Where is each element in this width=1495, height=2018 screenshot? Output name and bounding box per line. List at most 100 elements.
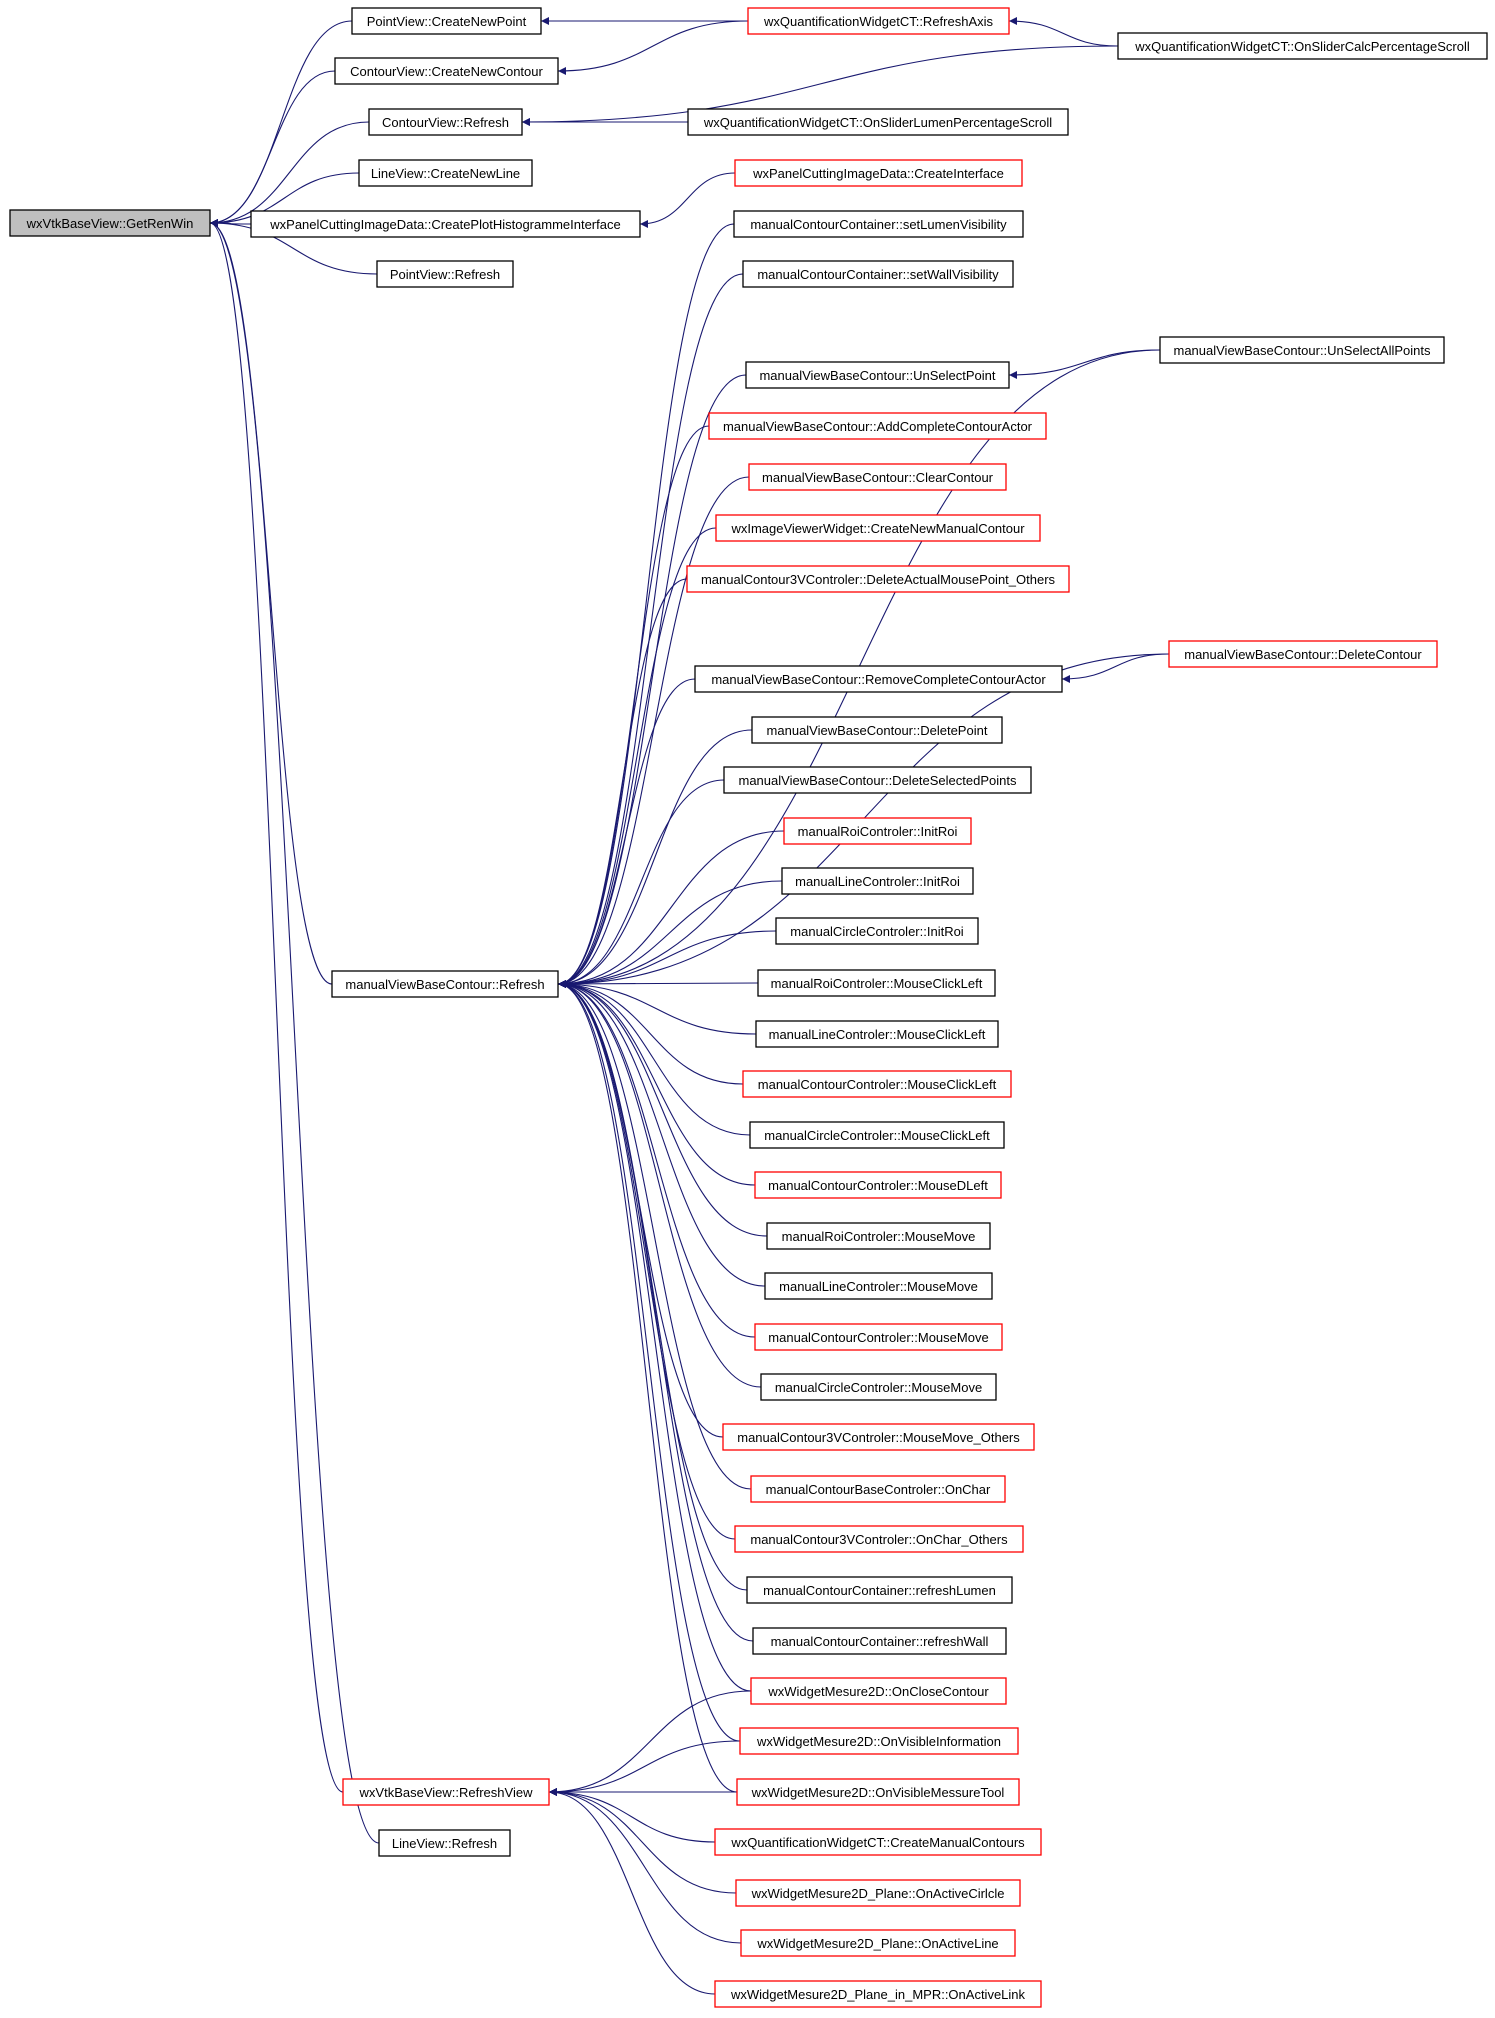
node-manualcontourbasecontroler-onchar[interactable]: manualContourBaseControler::OnChar — [750, 1475, 1006, 1503]
node-wxquantificationwidgetct-onsliderlumenpercentagescroll[interactable]: wxQuantificationWidgetCT::OnSliderLumenP… — [687, 108, 1069, 136]
edge-mlc_ir-to-mvbc_ref — [557, 880, 783, 988]
node-box — [694, 665, 1063, 693]
node-wximageviewerwidget-createnewmanualcontour[interactable]: wxImageViewerWidget::CreateNewManualCont… — [715, 514, 1041, 542]
node-label: wxWidgetMesure2D::OnVisibleInformation — [756, 1734, 1001, 1749]
node-box — [783, 817, 972, 845]
node-label: wxImageViewerWidget::CreateNewManualCont… — [730, 521, 1025, 536]
node-wxpanelcuttingimagedata-createplothistogrammeinterface[interactable]: wxPanelCuttingImageData::CreatePlotHisto… — [250, 210, 641, 238]
node-wxwidgetmesure2d-plane-in-mpr-onactivelink[interactable]: wxWidgetMesure2D_Plane_in_MPR::OnActiveL… — [714, 1980, 1042, 2008]
node-manualviewbasecontour-unselectpoint[interactable]: manualViewBaseContour::UnSelectPoint — [745, 361, 1010, 389]
node-wxvtkbaseview-getrenwin[interactable]: wxVtkBaseView::GetRenWin — [9, 209, 211, 237]
node-contourview-createnewcontour[interactable]: ContourView::CreateNewContour — [334, 57, 559, 85]
node-manualcirclecontroler-mousemove[interactable]: manualCircleControler::MouseMove — [760, 1373, 997, 1401]
node-wxquantificationwidgetct-onslidercalcpercentagescroll[interactable]: wxQuantificationWidgetCT::OnSliderCalcPe… — [1117, 32, 1488, 60]
node-manualviewbasecontour-clearcontour[interactable]: manualViewBaseContour::ClearContour — [748, 463, 1007, 491]
edge-wxm_occ-to-wxv_rv — [548, 1690, 752, 1796]
edge-wxiv_cnmc-to-mvbc_ref — [557, 527, 717, 988]
edge-wxpc_ci-to-wxpc_cph — [639, 172, 736, 228]
node-manualcontourcontainer-setlumenvisibility[interactable]: manualContourContainer::setLumenVisibili… — [733, 210, 1024, 238]
node-contourview-refresh[interactable]: ContourView::Refresh — [368, 108, 523, 136]
node-manualviewbasecontour-refresh[interactable]: manualViewBaseContour::Refresh — [331, 970, 559, 998]
node-label: manualCircleControler::MouseClickLeft — [764, 1128, 990, 1143]
node-wxvtkbaseview-refreshview[interactable]: wxVtkBaseView::RefreshView — [342, 1778, 550, 1806]
node-manualcontour3vcontroler-onchar-others[interactable]: manualContour3VControler::OnChar_Others — [734, 1525, 1024, 1553]
edge-mcic_mm-to-mvbc_ref — [557, 980, 762, 1388]
node-manuallinecontroler-initroi[interactable]: manualLineControler::InitRoi — [781, 867, 974, 895]
node-manualcontour3vcontroler-mousemove-others[interactable]: manualContour3VControler::MouseMove_Othe… — [722, 1423, 1035, 1451]
edge-wxq_cmc-to-wxv_rv — [548, 1788, 716, 1843]
node-lineview-refresh[interactable]: LineView::Refresh — [378, 1829, 511, 1857]
node-manualcontourcontroler-mouseclickleft[interactable]: manualContourControler::MouseClickLeft — [742, 1070, 1012, 1098]
node-wxwidgetmesure2d-plane-onactivecirlcle[interactable]: wxWidgetMesure2D_Plane::OnActiveCirlcle — [735, 1879, 1021, 1907]
node-box — [760, 1373, 997, 1401]
edge-mcbc_oc-to-mvbc_ref — [557, 980, 752, 1490]
node-manualroicontroler-mouseclickleft[interactable]: manualRoiControler::MouseClickLeft — [757, 969, 996, 997]
node-manualroicontroler-mousemove[interactable]: manualRoiControler::MouseMove — [766, 1222, 991, 1250]
node-wxwidgetmesure2d-onclosecontour[interactable]: wxWidgetMesure2D::OnCloseContour — [750, 1677, 1007, 1705]
node-wxpanelcuttingimagedata-createinterface[interactable]: wxPanelCuttingImageData::CreateInterface — [734, 159, 1023, 187]
node-box — [351, 7, 542, 35]
node-manualviewbasecontour-removecompletecontouractor[interactable]: manualViewBaseContour::RemoveCompleteCon… — [694, 665, 1063, 693]
edge-wxv_rv-to-root — [209, 219, 344, 1793]
node-box — [733, 210, 1024, 238]
node-box — [687, 108, 1069, 136]
edge-wxq_oscp-to-wxq_ra — [1008, 17, 1119, 47]
node-box — [740, 1929, 1016, 1957]
node-box — [746, 1576, 1013, 1604]
node-manualviewbasecontour-deletepoint[interactable]: manualViewBaseContour::DeletePoint — [751, 716, 1003, 744]
edge-mvbc_dc-to-mvbc_rcca — [1061, 653, 1170, 683]
node-box — [739, 1727, 1019, 1755]
node-label: manualContourContainer::setLumenVisibili… — [750, 217, 1007, 232]
node-box — [754, 1323, 1003, 1351]
edge-pv_ref-to-root — [209, 219, 378, 275]
node-manuallinecontroler-mouseclickleft[interactable]: manualLineControler::MouseClickLeft — [755, 1020, 999, 1048]
node-manualcontourcontroler-mousemove[interactable]: manualContourControler::MouseMove — [754, 1323, 1003, 1351]
node-manualroicontroler-initroi[interactable]: manualRoiControler::InitRoi — [783, 817, 972, 845]
node-label: manualViewBaseContour::DeleteSelectedPoi… — [739, 773, 1017, 788]
node-label: manualViewBaseContour::UnSelectAllPoints — [1173, 343, 1431, 358]
node-pointview-createnewpoint[interactable]: PointView::CreateNewPoint — [351, 7, 542, 35]
edges-layer — [209, 17, 1170, 1995]
node-manualviewbasecontour-deletecontour[interactable]: manualViewBaseContour::DeleteContour — [1168, 640, 1438, 668]
edge-mcoc_mdl-to-mvbc_ref — [557, 980, 756, 1186]
node-wxwidgetmesure2d-onvisibleinformation[interactable]: wxWidgetMesure2D::OnVisibleInformation — [739, 1727, 1019, 1755]
node-manuallinecontroler-mousemove[interactable]: manualLineControler::MouseMove — [764, 1272, 993, 1300]
node-label: manualCircleControler::InitRoi — [790, 924, 964, 939]
node-wxwidgetmesure2d-plane-onactiveline[interactable]: wxWidgetMesure2D_Plane::OnActiveLine — [740, 1929, 1016, 1957]
node-box — [766, 1222, 991, 1250]
edge-mrc_ir-to-mvbc_ref — [557, 830, 785, 988]
node-wxwidgetmesure2d-onvisiblemessuretool[interactable]: wxWidgetMesure2D::OnVisibleMessureTool — [736, 1778, 1020, 1806]
node-box — [708, 412, 1047, 440]
edge-mvbc_dsp-to-mvbc_ref — [557, 779, 725, 988]
node-pointview-refresh[interactable]: PointView::Refresh — [376, 260, 514, 288]
edge-mvbc_usap-to-mvbc_usp — [1008, 349, 1161, 379]
node-manualcontourcontainer-refreshlumen[interactable]: manualContourContainer::refreshLumen — [746, 1576, 1013, 1604]
node-manualviewbasecontour-addcompletecontouractor[interactable]: manualViewBaseContour::AddCompleteContou… — [708, 412, 1047, 440]
node-box — [734, 1525, 1024, 1553]
node-manualviewbasecontour-unselectallpoints[interactable]: manualViewBaseContour::UnSelectAllPoints — [1159, 336, 1445, 364]
node-manualcirclecontroler-mouseclickleft[interactable]: manualCircleControler::MouseClickLeft — [749, 1121, 1005, 1149]
node-box — [376, 260, 514, 288]
edge-wxq_oscp-to-cv_ref — [521, 45, 1119, 126]
edge-wxmp_oac-to-wxv_rv — [548, 1788, 737, 1894]
node-manualcontour3vcontroler-deleteactualmousepoint-others[interactable]: manualContour3VControler::DeleteActualMo… — [686, 565, 1070, 593]
node-manualviewbasecontour-deleteselectedpoints[interactable]: manualViewBaseContour::DeleteSelectedPoi… — [723, 766, 1032, 794]
edge-mcic_mcl-to-mvbc_ref — [557, 980, 751, 1136]
node-manualcontourcontainer-setwallvisibility[interactable]: manualContourContainer::setWallVisibilit… — [742, 260, 1014, 288]
node-label: manualContourContainer::setWallVisibilit… — [757, 267, 999, 282]
node-label: manualContourControler::MouseClickLeft — [758, 1077, 997, 1092]
node-wxquantificationwidgetct-refreshaxis[interactable]: wxQuantificationWidgetCT::RefreshAxis — [747, 7, 1010, 35]
node-box — [764, 1272, 993, 1300]
node-manualcirclecontroler-initroi[interactable]: manualCircleControler::InitRoi — [775, 917, 979, 945]
node-wxquantificationwidgetct-createmanualcontours[interactable]: wxQuantificationWidgetCT::CreateManualCo… — [714, 1828, 1042, 1856]
edge-mvbc_dp-to-mvbc_ref — [557, 729, 753, 988]
node-manualcontourcontroler-mousedleft[interactable]: manualContourControler::MouseDLeft — [754, 1171, 1002, 1199]
node-manualcontourcontainer-refreshwall[interactable]: manualContourContainer::refreshWall — [752, 1627, 1007, 1655]
edge-wxm_ovi-to-mvbc_ref — [557, 980, 741, 1742]
node-label: manualContourControler::MouseMove — [768, 1330, 988, 1345]
node-box — [742, 260, 1014, 288]
node-lineview-createnewline[interactable]: LineView::CreateNewLine — [358, 159, 533, 187]
node-label: manualLineControler::MouseClickLeft — [769, 1027, 986, 1042]
nodes-layer: wxVtkBaseView::GetRenWin PointView::Creat… — [9, 7, 1488, 2008]
